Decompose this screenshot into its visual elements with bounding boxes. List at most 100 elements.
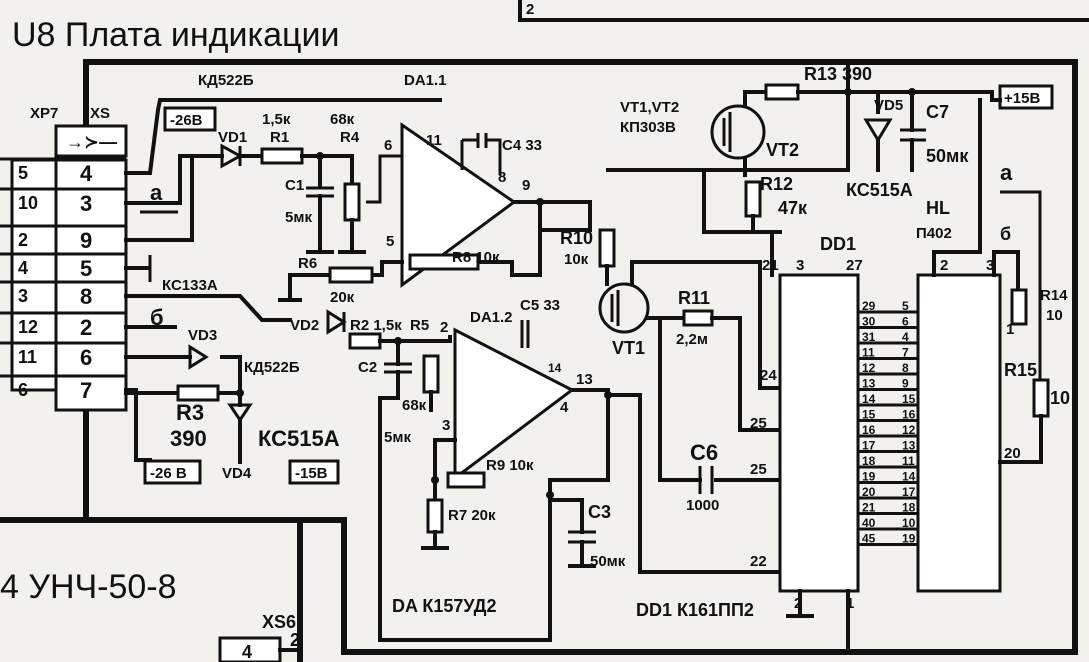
vt2-label: VT2 xyxy=(766,140,799,160)
xs-label: XS xyxy=(90,105,110,122)
hl-input-pin: 8 xyxy=(902,361,909,375)
xp7-pin-number: 11 xyxy=(18,347,37,367)
neg26-bottom-label: -26 В xyxy=(150,465,187,482)
hl-input-pin: 14 xyxy=(902,470,916,484)
signal-b-left: б xyxy=(150,305,164,330)
wire-r12-dd1 xyxy=(702,168,782,277)
kc133a-label: КС133А xyxy=(162,277,218,294)
r1-resistor xyxy=(260,147,304,165)
xs-pin-number: 9 xyxy=(80,228,92,253)
wire-pin3 xyxy=(124,154,224,205)
r11-resistor xyxy=(682,309,714,327)
dd1-pin27: 27 xyxy=(846,257,863,274)
xp7-pin-number: 6 xyxy=(18,380,28,400)
r3-value: 390 xyxy=(170,426,207,451)
xp7-pin-number: 12 xyxy=(18,317,38,337)
xs-pin-number: 7 xyxy=(80,378,92,403)
dd1-pin1: 1 xyxy=(846,595,854,612)
r12-value: 47к xyxy=(778,198,808,218)
hl-pin20: 20 xyxy=(1004,445,1021,462)
xp7-pin-number: 4 xyxy=(18,258,28,278)
c3-label: C3 xyxy=(588,502,611,522)
c5-capacitor xyxy=(520,320,530,348)
dd1-label: DD1 xyxy=(820,234,856,254)
kc515a-label: КС515А xyxy=(258,426,340,451)
vd5-zener xyxy=(863,118,893,143)
r2-label: R2 1,5к xyxy=(350,317,402,334)
r1-value: 1,5к xyxy=(262,111,291,128)
wire-vt1-dd1 xyxy=(630,260,782,390)
r10-value: 10к xyxy=(564,251,589,268)
dd1-output-pin: 19 xyxy=(862,470,876,484)
dd1-output-pin: 29 xyxy=(862,299,876,313)
r9-label: R9 10к xyxy=(486,457,534,474)
vd3-label: VD3 xyxy=(188,327,217,344)
r4-ground xyxy=(338,218,366,254)
dd1-output-pin: 45 xyxy=(862,532,876,546)
wire-pin9 xyxy=(124,154,194,242)
dd1-output-pin: 30 xyxy=(862,315,876,329)
signal-a-left: а xyxy=(150,180,163,205)
c7-value: 50мк xyxy=(926,146,969,166)
dd1-output-pin: 13 xyxy=(862,377,876,391)
neg26-top-label: -26В xyxy=(170,112,203,129)
c4-capacitor xyxy=(460,133,502,175)
neg15-label: -15В xyxy=(295,465,328,482)
r10-label: R10 xyxy=(560,228,593,248)
wire-op1-in-neg xyxy=(278,260,404,302)
signal-a-right: а xyxy=(1000,160,1013,185)
r5-value: 68к xyxy=(402,397,427,414)
r15-label: R15 xyxy=(1004,360,1037,380)
wire-op1-r10 xyxy=(538,200,592,232)
vd4-zener xyxy=(227,403,253,423)
r14-label: R14 xyxy=(1040,287,1068,304)
r1-label: R1 xyxy=(270,129,289,146)
wire-hl-pin3 xyxy=(992,250,1020,292)
dd1-output-pin: 40 xyxy=(862,516,876,530)
r15-value: 10 xyxy=(1050,388,1070,408)
c3-value: 50мк xyxy=(590,553,626,570)
r11-value: 2,2м xyxy=(676,331,708,348)
hl-type-label: П402 xyxy=(916,225,952,242)
connector-symbol: →≻— xyxy=(66,132,117,152)
wire-r2-op2 xyxy=(378,335,452,343)
op1-pin6: 6 xyxy=(384,137,392,154)
hl-input-pin: 10 xyxy=(902,516,916,530)
wire-hl-pin2 xyxy=(932,98,982,277)
r8-label: R8 10к xyxy=(452,249,500,266)
da-type-label: DA К157УД2 xyxy=(392,596,496,616)
hl-pin2: 2 xyxy=(940,257,948,274)
dd1-pin25a: 25 xyxy=(750,415,767,432)
xs-block xyxy=(54,158,128,412)
op1-pin5: 5 xyxy=(386,233,394,250)
dd1-output-pin: 20 xyxy=(862,485,876,499)
op2-output xyxy=(548,388,610,482)
op2-pin4: 4 xyxy=(560,399,569,416)
c2-label: C2 xyxy=(358,359,377,376)
neg15-box xyxy=(288,459,340,485)
wire-op2-dd1 xyxy=(606,393,782,574)
r3-label: R3 xyxy=(176,400,204,425)
op1-output xyxy=(512,200,592,232)
neg26-top-box xyxy=(163,106,217,132)
op1-pin11: 11 xyxy=(426,132,442,149)
signal-b-right: б xyxy=(1000,224,1011,244)
c2-ground xyxy=(378,339,552,642)
hl-input-pin: 4 xyxy=(902,330,909,344)
vt1-label: VT1 xyxy=(612,338,645,358)
r14-pin1: 1 xyxy=(1006,321,1014,338)
r14-resistor xyxy=(1010,288,1028,326)
dd1-output-pin: 15 xyxy=(862,408,876,422)
c1-value: 5мк xyxy=(285,209,312,226)
kd522b-top-label: КД522Б xyxy=(198,72,254,89)
r13-label: R13 390 xyxy=(804,64,872,84)
kp303v-label: КП303В xyxy=(620,119,676,136)
hl-input-pin: 19 xyxy=(902,532,916,546)
amp-title: 4 УНЧ-50-8 xyxy=(0,568,177,606)
op2-pin2: 2 xyxy=(440,319,448,336)
xp7-pin-number: 2 xyxy=(18,230,28,250)
wire-neg26-bottom xyxy=(124,388,152,462)
r6-value: 20к xyxy=(330,289,355,306)
c4-label: C4 33 xyxy=(502,137,542,154)
